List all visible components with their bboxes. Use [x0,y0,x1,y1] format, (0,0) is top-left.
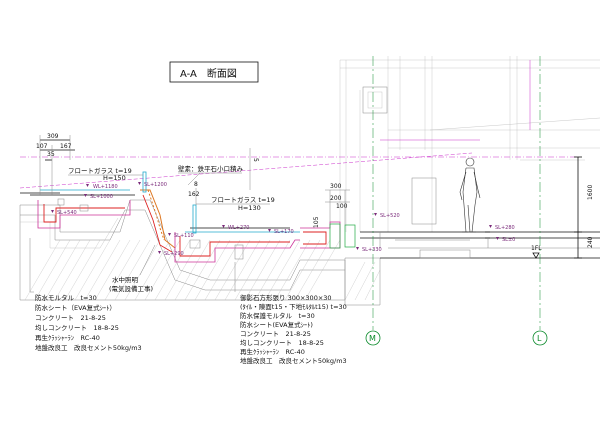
note-float-glass-2-h: H=130 [238,204,261,212]
upper-basin [20,189,135,229]
level-wl270: WL+270 [228,225,249,231]
dim-1600: 1600 [587,185,594,200]
legend-left-item: 再生ｸﾗｯｼｬｰﾗﾝ RC-40 [35,333,100,342]
title-box [169,61,259,83]
level-sl110: SL+110 [174,233,194,239]
lower-basin [174,227,300,263]
level-markers: WL+1180 SL+1200 SL+1000 SL+540 WL+270 SL… [51,182,542,259]
grid-axis-m: M [365,56,381,346]
dim-8: 8 [194,181,198,188]
legend-right-item: 再生ｸﾗｯｼｬｰﾗﾝ RC-40 [240,347,305,356]
dim-309: 309 [47,133,59,140]
note-wall: 壁素：鉄平石小口積み [178,164,244,173]
legend-right-item: 防水シート(EVA复式ｼｰﾄ) [240,320,313,329]
level-wl1180: WL+1180 [93,184,118,190]
legend-left: 防水モルタル t=30 防水シート（EVA复式ｼｰﾄ） コンクリート 21-8-… [35,293,142,352]
hatch-lines [24,239,381,301]
top-left-dimensions: 309 107 167 35 [36,133,75,195]
dim-200: 200 [330,195,342,202]
note-light-2: (電気設備工事) [109,284,153,293]
grid-label-m: M [369,334,376,343]
level-sl540: SL+540 [57,210,77,216]
legend-right-item: 地盤改良工 改良セメント50kg/m3 [240,356,347,365]
note-light-1: 水中照明 [112,275,139,284]
dim-105: 105 [313,216,320,228]
drawing-title: A-A 断面図 [180,67,237,80]
legend-right-item: (ﾀｲﾙ・陳面t15・下地ﾓﾙﾀﾙt15) t=30 [240,302,347,311]
note-float-glass-1: フロートガラス t=19 [68,166,132,175]
level-sl280: SL+280 [495,225,515,231]
level-sl1200: SL+1200 [144,182,167,188]
dim-107: 107 [36,143,48,150]
slab-recess [419,249,471,259]
cascade [140,189,176,253]
legend-left-item: 地盤改良工 改良セメント50kg/m3 [35,343,142,352]
dim-5: 5 [252,158,259,162]
person-figure [459,157,481,233]
note-float-glass-1-h: H=150 [103,174,126,182]
dim-100: 100 [336,203,348,210]
level-sl1000: SL+1000 [90,194,113,200]
legend-right-item: 御影石方形張り 300×300×30 [240,293,332,302]
level-sl290: SL+290 [164,251,184,257]
sight-line [19,152,473,189]
right-footing [344,257,381,306]
dim-240: 240 [587,236,594,248]
float-glass-1 [142,171,147,193]
level-sl330: SL+330 [362,247,382,253]
legend-left-item: 防水シート（EVA复式ｼｰﾄ） [35,303,116,312]
legend-right-item: 均しコンクリート 18-8-25 [240,338,324,347]
legend-right-item: コンクリート 21-8-25 [240,330,311,338]
legend-right: 御影石方形張り 300×300×30 (ﾀｲﾙ・陳面t15・下地ﾓﾙﾀﾙt15)… [240,293,347,365]
grid-label-l: L [537,334,542,343]
building-outline [339,56,600,232]
level-sl170: SL+170 [274,229,294,235]
legend-left-item: コンクリート 21-8-25 [35,314,106,322]
note-float-glass-2: フロートガラス t=19 [211,195,275,204]
level-1fl: 1FL [531,245,542,252]
legend-left-item: 均しコンクリート 18-8-25 [35,323,119,332]
dim-300: 300 [330,183,342,190]
grid-axis-l: L [532,56,548,346]
level-sl520: SL+520 [380,213,400,219]
legend-left-item: 防水モルタル t=30 [35,293,97,302]
rim-dimensions: 300 200 100 105 [313,183,350,228]
right-rim [300,221,600,249]
dim-162: 162 [188,191,200,198]
height-dimension: 1600 240 [574,156,594,259]
float-glass-2 [192,204,197,234]
dim-35: 35 [47,151,55,158]
level-sl0: SL±0 [502,237,515,243]
legend-right-item: 防水保護モルタル t=30 [240,311,315,320]
dim-167: 167 [60,143,72,150]
